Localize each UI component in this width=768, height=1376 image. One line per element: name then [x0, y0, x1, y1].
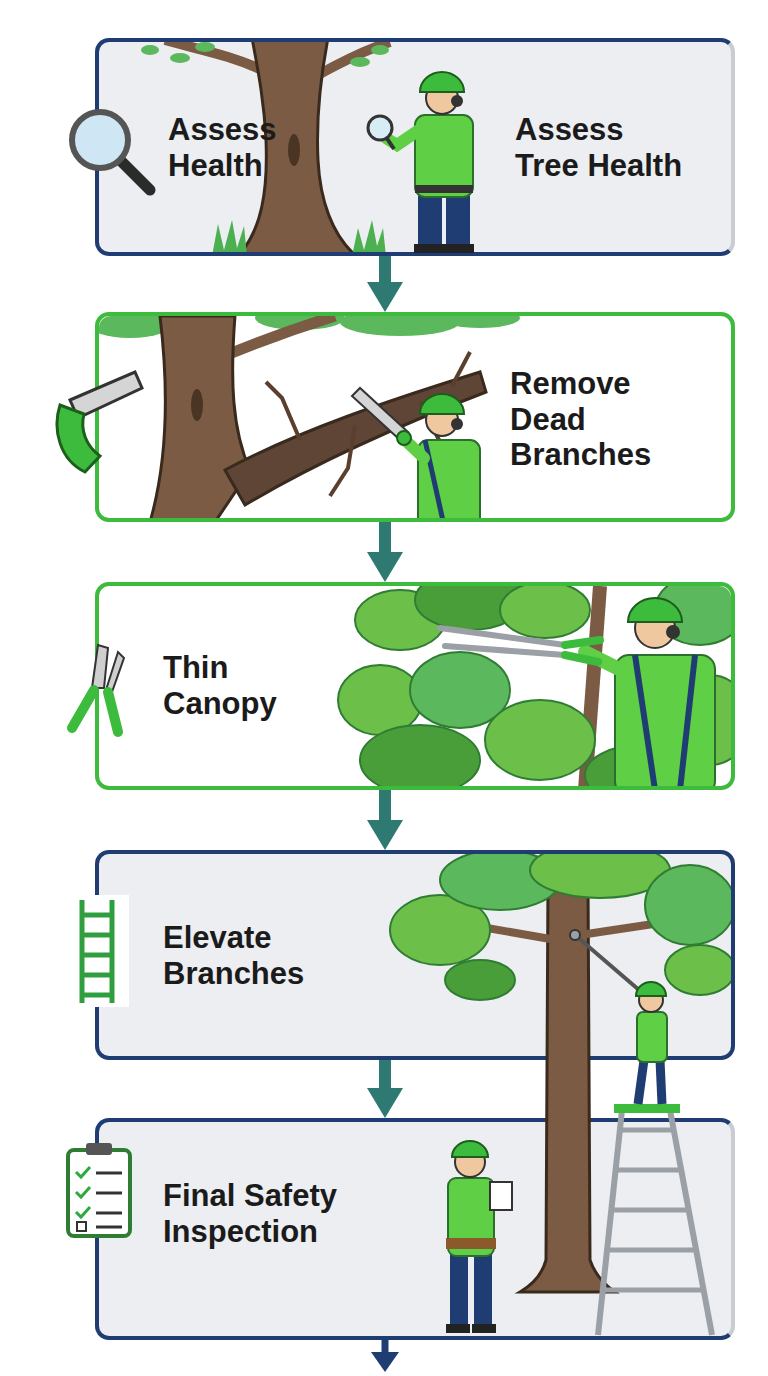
flow-arrow — [379, 790, 391, 820]
flow-arrow — [379, 522, 391, 552]
worker-leg — [660, 1060, 662, 1104]
check-mark — [76, 1207, 90, 1217]
arrow-head — [371, 1352, 399, 1372]
ladder-rail — [80, 900, 85, 1003]
ladder-top-step — [614, 1104, 680, 1113]
saw-handle — [57, 405, 100, 472]
trailing-arrow — [371, 1340, 399, 1372]
check-mark — [76, 1167, 90, 1177]
process-box: Assess Health Assess Tree Health — [95, 38, 735, 256]
process-box: Final Safety Inspection — [95, 1118, 735, 1340]
process-box: Elevate Branches — [95, 850, 735, 1060]
step-label: Assess Tree Health — [515, 112, 690, 183]
worker-leg — [638, 1060, 644, 1104]
step-label: Remove Dead Branches — [510, 366, 685, 473]
step-label: Final Safety Inspection — [163, 1178, 393, 1249]
check-mark — [76, 1187, 90, 1197]
flow-arrow — [379, 1060, 391, 1088]
arrow-shaft — [382, 1340, 389, 1356]
step-label: Thin Canopy — [163, 650, 313, 721]
pruner-handle — [72, 690, 94, 728]
process-box: Thin Canopy — [95, 582, 735, 790]
step-label: Assess Health — [168, 112, 308, 183]
process-box: Remove Dead Branches — [95, 312, 735, 522]
flow-arrow — [379, 256, 391, 282]
step-label: Elevate Branches — [163, 920, 333, 991]
check-box — [77, 1222, 86, 1231]
